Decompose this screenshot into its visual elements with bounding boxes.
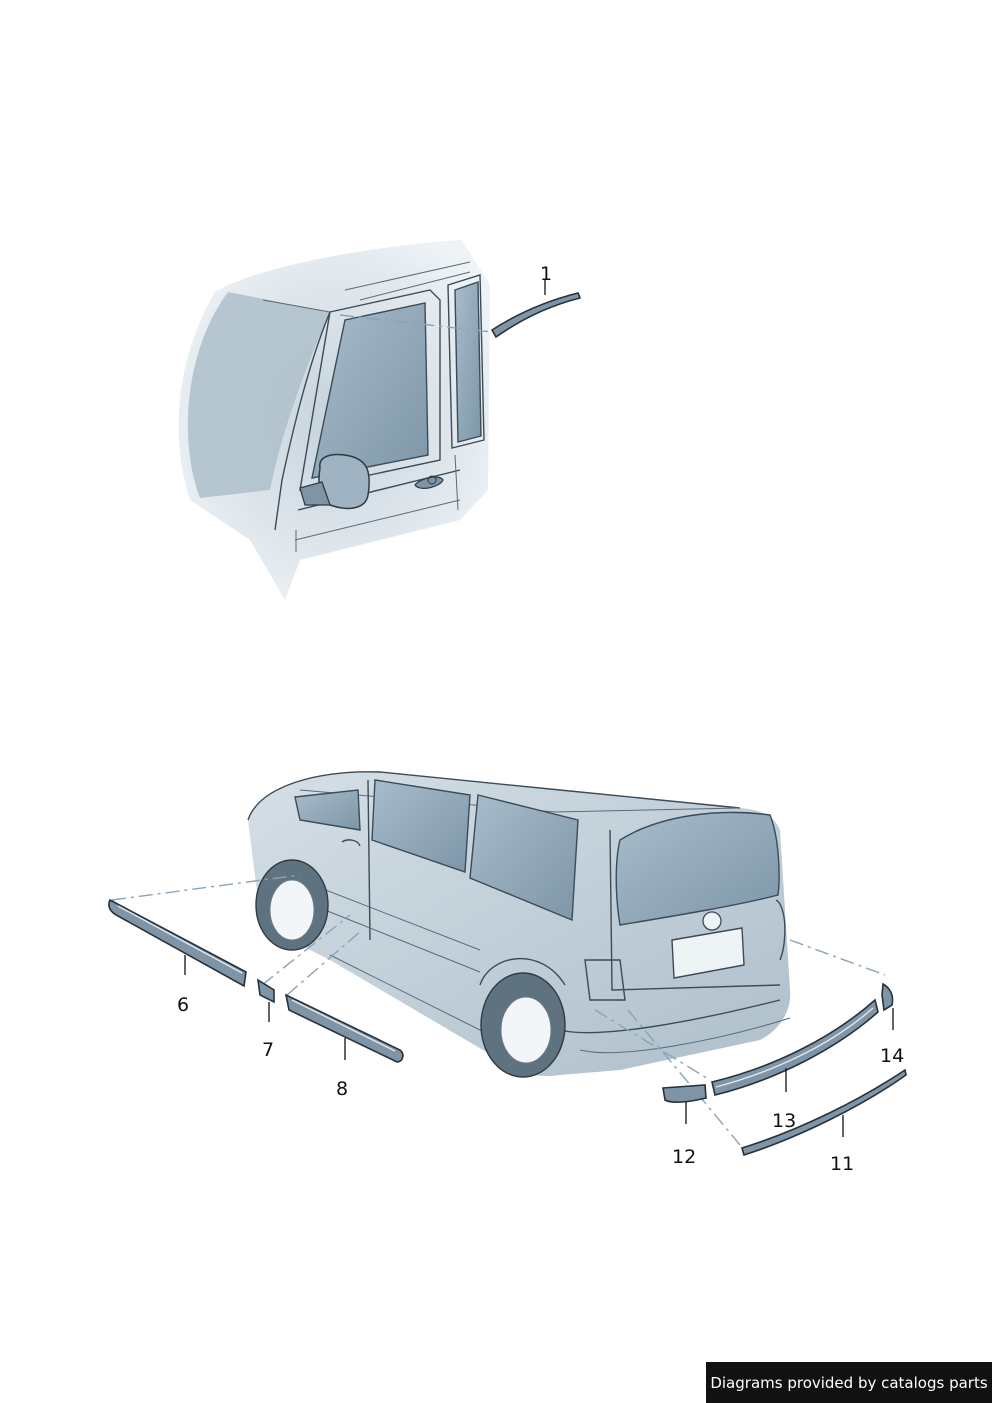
rear-side-window-van	[469, 794, 579, 922]
van-illustration	[247, 771, 791, 1078]
callout-12: 12	[672, 1146, 696, 1168]
part-7-strip-segment[interactable]	[256, 978, 275, 1004]
callout-11: 11	[830, 1153, 854, 1175]
badge	[702, 911, 722, 931]
part-8-side-strip[interactable]	[284, 993, 404, 1063]
part-6-side-strip[interactable]	[108, 898, 247, 988]
front-door-illustration	[178, 240, 490, 600]
part-11-bumper-strip[interactable]	[741, 1068, 907, 1157]
rear-window	[615, 811, 780, 926]
door-window	[311, 302, 429, 479]
middle-side-window	[371, 779, 471, 873]
part-1-window-strip[interactable]	[339, 292, 582, 339]
part-14-bumper-corner[interactable]	[881, 982, 894, 1012]
credit-banner: Diagrams provided by catalogs parts	[706, 1362, 992, 1403]
part-13-bumper-strip[interactable]	[711, 998, 879, 1096]
callout-8: 8	[336, 1078, 348, 1100]
callout-7: 7	[262, 1039, 274, 1061]
rear-side-window	[454, 281, 482, 443]
callout-6: 6	[177, 994, 189, 1016]
windshield	[187, 292, 330, 498]
callout-13: 13	[772, 1110, 796, 1132]
part-12-bumper-corner[interactable]	[662, 1084, 707, 1103]
callout-14: 14	[880, 1045, 904, 1067]
callout-1: 1	[540, 263, 552, 285]
license-plate	[671, 927, 745, 979]
front-side-window	[294, 789, 361, 831]
assembly-lines	[111, 874, 886, 1146]
